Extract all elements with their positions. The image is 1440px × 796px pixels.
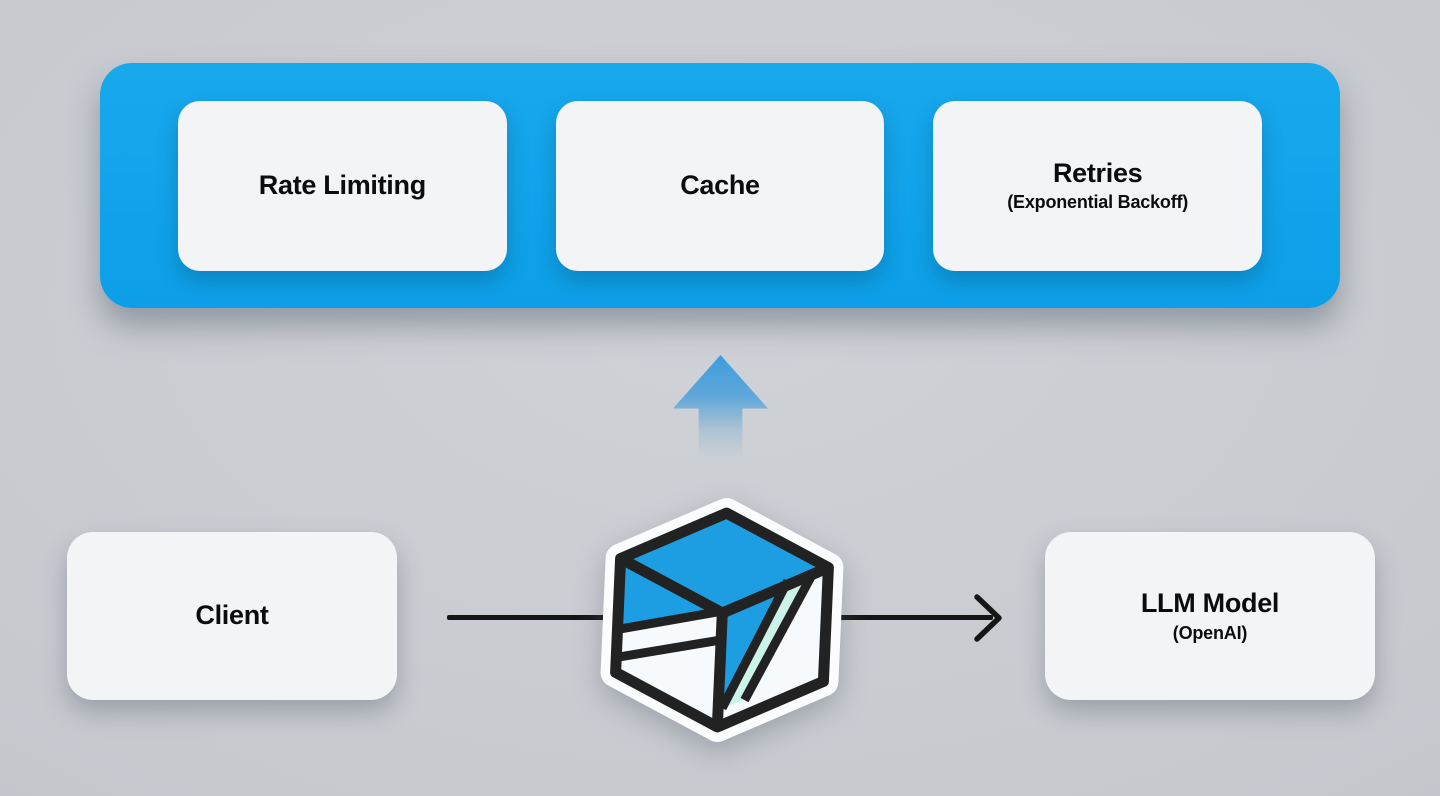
feature-label: Retries [1052,157,1143,188]
llm-label: LLM Model [1140,588,1280,619]
connector-client-to-gateway [447,615,610,620]
feature-label: Cache [680,169,760,200]
feature-sublabel: (Exponential Backoff) [1007,192,1189,213]
cube-logo-icon [600,498,844,742]
client-node: Client [67,532,397,700]
client-label: Client [195,600,269,631]
llm-node: LLM Model (OpenAI) [1045,532,1375,700]
feature-card-rate-limiting: Rate Limiting [178,100,507,271]
feature-label: Rate Limiting [258,169,426,200]
gateway-features-box: Rate Limiting Cache Retries (Exponential… [100,63,1340,308]
feature-card-retries: Retries (Exponential Backoff) [933,100,1263,271]
llm-sublabel: (OpenAI) [1172,622,1248,643]
right-arrowhead-icon [974,594,1002,642]
connector-gateway-to-llm [833,615,993,620]
feature-card-cache: Cache [555,100,885,271]
up-arrow-icon [673,355,768,458]
